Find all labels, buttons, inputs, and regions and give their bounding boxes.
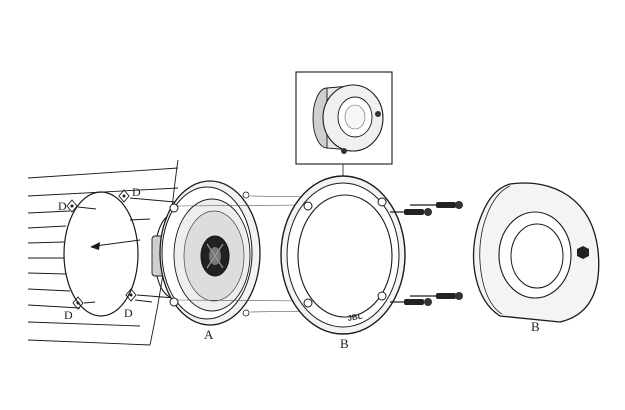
speaker-icon (152, 181, 260, 325)
screw-label-top-right: D (132, 185, 141, 199)
part-label-speaker: A (204, 327, 214, 342)
screw-label-bottom-left: D (64, 308, 73, 322)
screw-label-top-left: D (58, 199, 67, 213)
part-label-cover: B (531, 319, 540, 334)
screw-marker-top-right-icon (119, 190, 175, 202)
grille-cover-icon (474, 183, 599, 322)
screw-top-upper-icon (410, 201, 463, 209)
mounting-ring-icon: JBL (281, 176, 405, 334)
screw-bottom-lower-icon (390, 298, 432, 306)
screw-marker-bottom-left-icon (73, 297, 95, 309)
screw-bottom-upper-icon (410, 292, 463, 300)
screw-label-bottom-right: D (124, 306, 133, 320)
part-label-ring: B (340, 336, 349, 351)
detail-inset-icon (296, 72, 392, 176)
mounting-hole-icon (64, 192, 140, 316)
